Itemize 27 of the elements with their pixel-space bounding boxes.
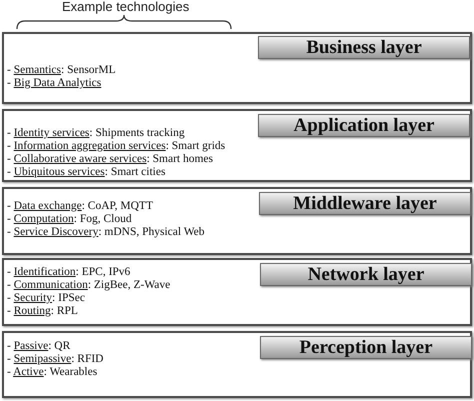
technology-item: - Computation: Fog, Cloud (7, 213, 133, 226)
layer-title-box: Application layer (258, 114, 470, 137)
technology-item: - Semantics: SensorML (7, 64, 116, 77)
technology-item: - Active: Wearables (7, 366, 98, 379)
technology-item: - Ubiquitous services: Smart cities (7, 166, 166, 179)
layer-box (2, 258, 472, 326)
layer-box (2, 187, 472, 255)
technology-item: - Passive: QR (7, 340, 72, 353)
layer-title-box: Perception layer (260, 336, 472, 359)
layer-box (2, 331, 472, 398)
technology-item: - Collaborative aware services: Smart homes (7, 153, 214, 166)
brace-label: Example technologies (62, 0, 190, 14)
technology-item: - Routing: RPL (7, 305, 79, 318)
layer-title-box: Middleware layer (259, 192, 471, 215)
technology-item: - Semipassive: RFID (7, 353, 104, 366)
technology-item: - Security: IPSec (7, 292, 86, 305)
layer-box (2, 109, 472, 182)
layer-box (2, 32, 472, 104)
layer-title-box: Network layer (260, 263, 472, 286)
technology-item: - Service Discovery: mDNS, Physical Web (7, 226, 205, 239)
technology-item: - Big Data Analytics (7, 77, 102, 90)
technology-item: - Data exchange: CoAP, MQTT (7, 200, 154, 213)
technology-item: - Identification: EPC, IPv6 (7, 266, 132, 279)
layer-title-box: Business layer (258, 36, 470, 59)
technology-item: - Identity services: Shipments tracking (7, 127, 186, 140)
technology-item: - Information aggregation services: Smart grids (7, 140, 226, 153)
technology-item: - Communication: ZigBee, Z-Wave (7, 279, 170, 292)
